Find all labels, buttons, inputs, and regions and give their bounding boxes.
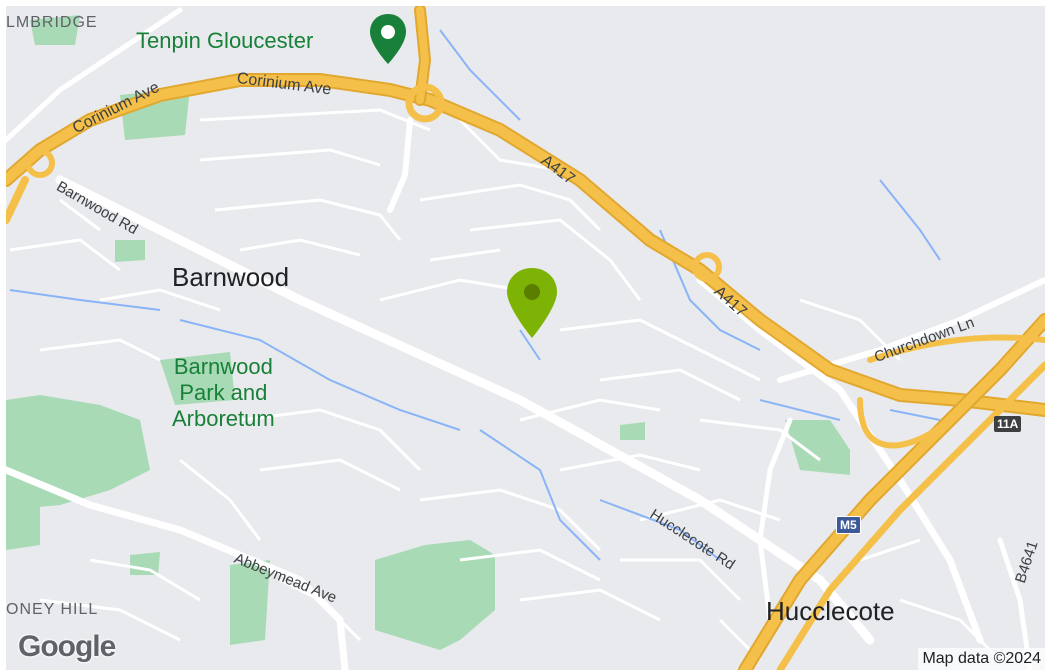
m5-shield: M5 xyxy=(836,516,861,534)
location-marker-icon[interactable] xyxy=(505,266,559,345)
district-label-coney-hill: ONEY HILL xyxy=(6,601,99,618)
google-logo[interactable]: Google xyxy=(18,630,116,663)
motorways xyxy=(0,4,1045,670)
park-label-line-1: Barnwood xyxy=(173,354,273,379)
junction-11a-shield: 11A xyxy=(994,416,1022,432)
minor-streets xyxy=(9,108,1002,662)
park-label-line-2: Park and xyxy=(179,380,268,405)
district-label-elmbridge: LMBRIDGE xyxy=(6,14,98,31)
park-label-line-3: Arboretum xyxy=(172,406,275,431)
poi-label-tenpin[interactable]: Tenpin Gloucester xyxy=(136,28,314,53)
map-copyright[interactable]: Map data ©2024 xyxy=(918,648,1045,670)
park-label[interactable]: Barnwood Park and Arboretum xyxy=(172,354,275,432)
pin-icon[interactable] xyxy=(368,12,408,71)
town-label-barnwood: Barnwood xyxy=(172,262,290,292)
waterways xyxy=(9,29,941,561)
town-label-hucclecote: Hucclecote xyxy=(766,596,895,626)
park-areas xyxy=(6,15,850,650)
